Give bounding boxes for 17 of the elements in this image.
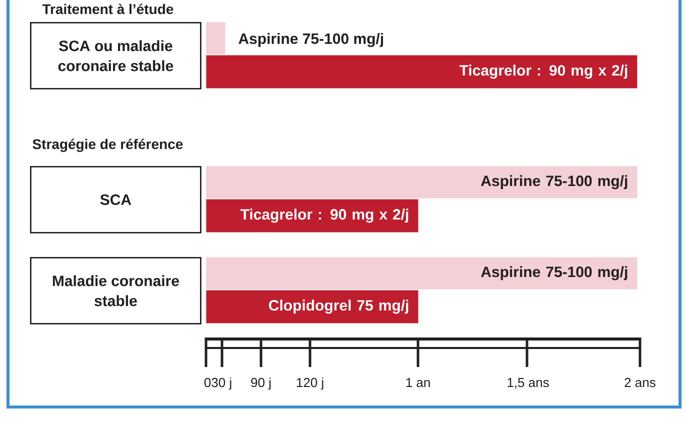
tick-label: 2 ans: [624, 378, 656, 388]
tick-label: 030 j: [204, 378, 232, 390]
section-heading: Traitement à l’étude: [42, 4, 174, 14]
condition-box: SCA ou maladie coronaire stable: [30, 22, 202, 90]
tick-label: 1 an: [406, 378, 430, 388]
treatment-bar: Aspirine 75-100 mg/j: [206, 166, 638, 198]
treatment-bar: Clopidogrel 75 mg/j: [206, 290, 418, 324]
treatment-bar: Aspirine 75-100 mg/j: [206, 257, 638, 290]
condition-box: Maladie coronaire stable: [30, 257, 202, 324]
tick-label: 90 j: [251, 378, 271, 390]
treatment-bar: Ticagrelor : 90 mg x 2/j: [206, 55, 638, 88]
tick-label: 1,5 ans: [508, 378, 549, 389]
bar-label: Aspirine 75-100 mg/j: [238, 32, 383, 48]
treatment-bar: Ticagrelor : 90 mg x 2/j: [206, 199, 418, 232]
condition-box: SCA: [30, 166, 202, 234]
tick-label: 120 j: [296, 378, 324, 390]
section-heading: Stragégie de référence: [32, 138, 183, 152]
